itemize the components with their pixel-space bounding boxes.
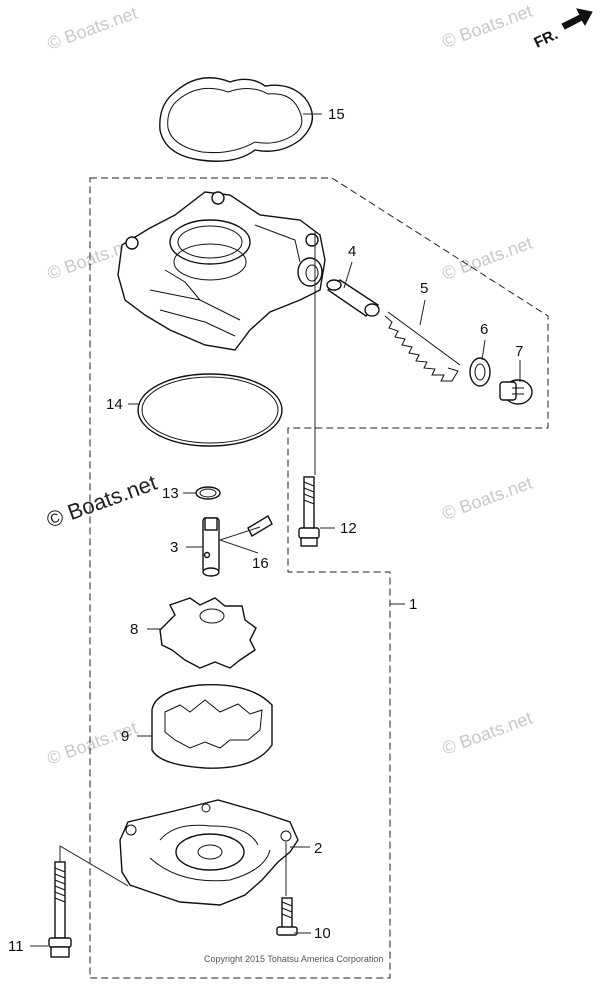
inner-rotor-part-8 [159,597,257,669]
assembly-boundary [89,177,549,979]
callout-13: 13 [162,485,179,502]
relief-valve-part-4 [326,279,380,317]
front-direction-indicator: FR. [532,8,593,52]
shaft-part-3 [202,517,220,577]
callout-9: 9 [121,728,129,745]
callout-4: 4 [348,243,356,260]
callout-15: 15 [328,106,345,123]
leader-lines [30,113,521,947]
callout-5: 5 [420,280,428,297]
pump-body-housing [117,191,326,351]
callout-7: 7 [515,343,523,360]
callout-16: 16 [252,555,269,572]
watermark: © Boats.net [440,708,535,759]
callouts: 1 2 3 4 5 6 7 8 9 10 11 12 13 14 15 16 [8,106,523,955]
washer-part-6 [469,357,491,387]
pump-cover-part-2 [119,799,299,906]
watermark: © Boats.net [45,3,140,54]
watermark: © Boats.net [440,473,535,524]
copyright-notice: Copyright 2015 Tohatsu America Corporati… [204,954,383,964]
pin-part-16 [247,515,273,537]
callout-8: 8 [130,621,138,638]
callout-11: 11 [8,938,24,955]
watermark: © Boats.net [440,1,535,52]
direction-arrow-icon [561,8,593,30]
callout-14: 14 [106,396,123,413]
plug-part-7 [499,379,533,405]
callout-1: 1 [409,596,417,613]
gasket-part-15 [159,77,313,162]
callout-3: 3 [170,539,178,556]
watermark: © Boats.net [440,233,535,284]
spring-part-5 [384,311,461,382]
callout-12: 12 [340,520,357,537]
outer-rotor-part-9 [151,683,273,769]
callout-10: 10 [314,925,331,942]
callout-2: 2 [314,840,322,857]
o-ring-part-13 [195,486,221,500]
bolt-part-12 [298,476,320,547]
watermark-main: © Boats.net [43,470,160,533]
bolt-part-11 [48,861,72,958]
callout-6: 6 [480,321,488,338]
o-ring-part-14 [137,373,283,447]
direction-label: FR. [532,26,561,52]
bolt-part-10 [276,897,298,936]
